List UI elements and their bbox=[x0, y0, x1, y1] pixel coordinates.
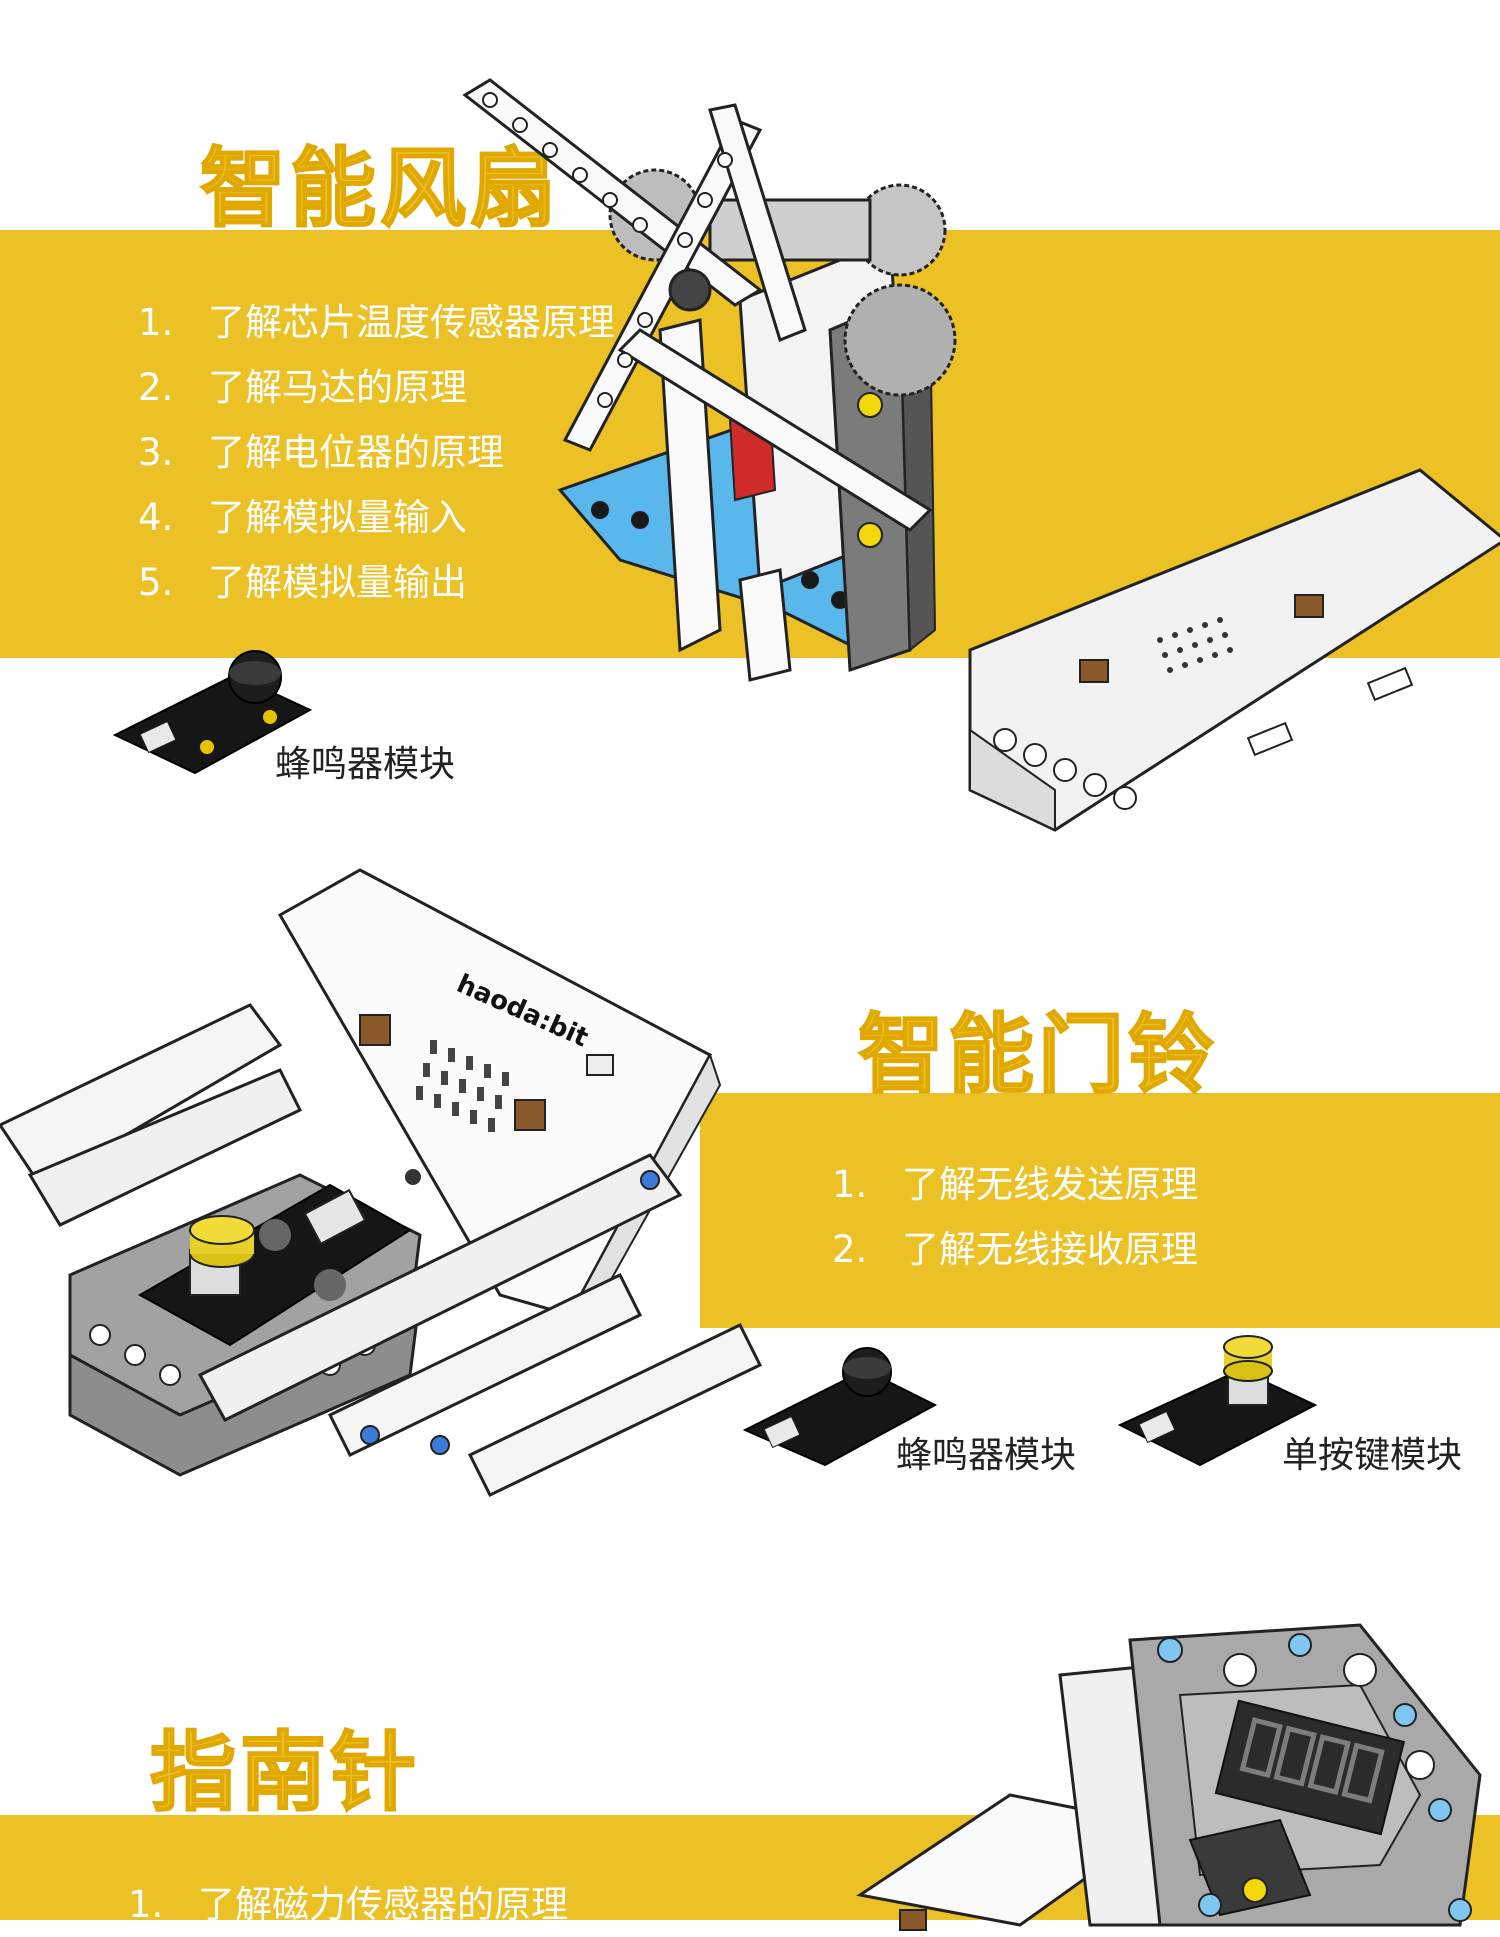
list-item: 3.了解电位器的原理 bbox=[138, 431, 504, 474]
section3-title: 指南针 bbox=[149, 1722, 420, 1824]
section2-title: 智能门铃 bbox=[857, 1004, 1218, 1106]
list-item: 2.了解无线接收原理 bbox=[832, 1228, 1198, 1271]
section1-title: 智能风扇 bbox=[199, 138, 560, 240]
list-item: 4.了解模拟量输入 bbox=[138, 496, 467, 539]
buzzer-module-image bbox=[742, 1347, 938, 1467]
smart-fan-model-image bbox=[462, 78, 1500, 832]
section2-feature-list: 1.了解无线发送原理 2.了解无线接收原理 bbox=[832, 1152, 1198, 1282]
list-item: 5.了解模拟量输出 bbox=[138, 561, 467, 604]
section3-feature-list: 1.了解磁力传感器的原理 bbox=[128, 1872, 568, 1937]
smart-doorbell-model-image: haoda:bit bbox=[0, 868, 763, 1497]
buzzer-module-label: 蜂鸣器模块 bbox=[275, 744, 456, 785]
buzzer-module-label: 蜂鸣器模块 bbox=[896, 1435, 1077, 1476]
section2-band bbox=[700, 1093, 1500, 1328]
section1-feature-list: 1.了解芯片温度传感器原理 2.了解马达的原理 3.了解电位器的原理 4.了解模… bbox=[138, 290, 615, 615]
button-module-label: 单按键模块 bbox=[1282, 1435, 1463, 1476]
buzzer-module-image bbox=[112, 650, 313, 775]
list-item: 1.了解无线发送原理 bbox=[832, 1163, 1198, 1206]
list-item: 1.了解芯片温度传感器原理 bbox=[138, 301, 615, 344]
list-item: 1.了解磁力传感器的原理 bbox=[128, 1883, 568, 1926]
compass-model-image bbox=[856, 1623, 1482, 1931]
list-item: 2.了解马达的原理 bbox=[138, 366, 467, 409]
button-module-image bbox=[1117, 1335, 1318, 1467]
